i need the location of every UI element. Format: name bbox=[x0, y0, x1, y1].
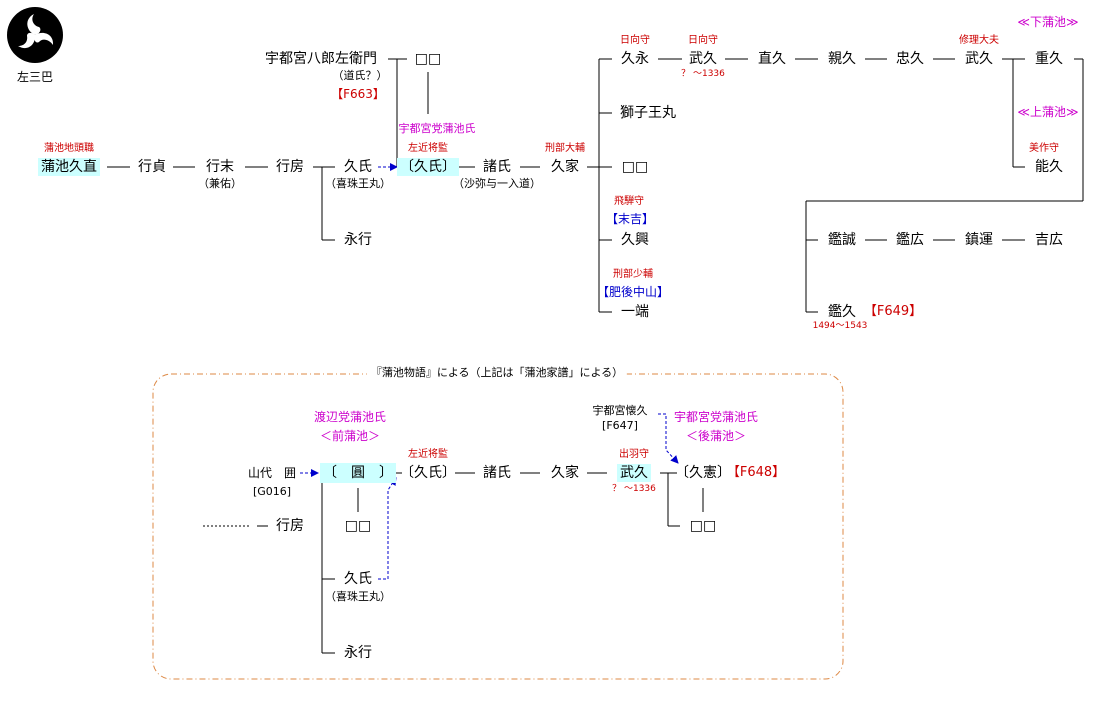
utsunomiya-hachiro: 宇都宮八郎左衛門 bbox=[265, 51, 377, 67]
ittan-branch: 【肥後中山】 bbox=[596, 285, 670, 299]
utsunomiya-note: （道氏？） bbox=[332, 69, 388, 82]
yoshihisa: 能久 bbox=[1035, 159, 1063, 175]
chinun: 鎮運 bbox=[965, 232, 993, 248]
moroji-note: （沙弥与一入道） bbox=[453, 177, 541, 190]
yukifusa: 行房 bbox=[276, 159, 304, 175]
utsunomiya-sub-b: ＜後蒲池＞ bbox=[685, 429, 747, 443]
yukisue-note: （兼佑） bbox=[198, 177, 242, 190]
hisaoki-branch: 【末吉】 bbox=[605, 212, 655, 226]
hisaie-title: 刑部大輔 bbox=[545, 143, 585, 154]
watanabe-branch: 渡辺党蒲池氏 bbox=[313, 410, 387, 424]
takehisa2-title: 修理大夫 bbox=[959, 35, 999, 46]
yukinaga-b: 永行 bbox=[344, 645, 372, 661]
shishiomaru: 獅子王丸 bbox=[620, 105, 676, 121]
hisaoki: 久興 bbox=[621, 232, 649, 248]
yukisue: 行末 bbox=[206, 159, 234, 175]
hisauji2: 〔久氏〕 bbox=[397, 158, 459, 176]
watanabe-sub: ＜前蒲池＞ bbox=[319, 429, 381, 443]
akihisa-ref: 【F649】 bbox=[863, 304, 923, 319]
takehisa2: 武久 bbox=[965, 51, 993, 67]
yoshihiro: 吉広 bbox=[1035, 232, 1063, 248]
moroji: 諸氏 bbox=[483, 159, 511, 175]
utsunomiya-branch-label: 宇都宮党蒲池氏 bbox=[398, 122, 476, 135]
takehisa1: 武久 bbox=[689, 51, 717, 67]
unknown-en-child: □□ bbox=[344, 518, 372, 534]
yamashiro-ref: [G016] bbox=[252, 485, 292, 498]
mitsudomoe-crest-icon bbox=[7, 7, 63, 63]
hisanori: 〔久憲〕 bbox=[675, 465, 731, 481]
en: 〔 圓 〕 bbox=[320, 463, 396, 483]
kamachi-hisanao: 蒲池久直 bbox=[38, 158, 100, 176]
kaihisa: 宇都宮懐久 bbox=[592, 404, 648, 417]
tadahisa: 忠久 bbox=[896, 51, 924, 67]
utsunomiya-child: □□ bbox=[414, 51, 442, 67]
takehisa-b: 武久 bbox=[617, 464, 651, 482]
ittan: 一端 bbox=[621, 304, 649, 320]
hisaoki-title: 飛騨守 bbox=[614, 196, 644, 207]
crest-label: 左三巴 bbox=[16, 70, 54, 84]
unknown-child: □□ bbox=[621, 159, 649, 175]
ittan-title: 刑部少輔 bbox=[613, 269, 653, 280]
akihisa-date: 1494〜1543 bbox=[812, 321, 868, 331]
hisauji-b-note: （喜珠王丸） bbox=[325, 590, 391, 603]
hisanaga-title: 日向守 bbox=[620, 35, 650, 46]
naohisa: 直久 bbox=[758, 51, 786, 67]
unknown-child-b: □□ bbox=[689, 518, 717, 534]
utsunomiya-branch-b: 宇都宮党蒲池氏 bbox=[673, 410, 759, 424]
kamachi-monogatari-caption: 『蒲池物語』による（上記は「蒲池家譜」による） bbox=[366, 367, 628, 378]
hisauji-note: （喜珠王丸） bbox=[325, 177, 391, 190]
akihisa: 鑑久 bbox=[828, 304, 856, 320]
kaihisa-ref: [F647] bbox=[602, 419, 638, 432]
kanko: 鑑広 bbox=[896, 232, 924, 248]
hisanaga: 久永 bbox=[621, 51, 649, 67]
shimo-kamachi-label: ≪下蒲池≫ bbox=[1017, 15, 1079, 29]
kami-kamachi-label: ≪上蒲池≫ bbox=[1017, 105, 1079, 119]
shigehisa: 重久 bbox=[1035, 51, 1063, 67]
kansei: 鑑誠 bbox=[828, 232, 856, 248]
kamachi-jito-title: 蒲池地頭職 bbox=[44, 143, 94, 154]
moroji-b: 諸氏 bbox=[483, 465, 511, 481]
hisanori-ref: 【F648】 bbox=[726, 465, 786, 480]
utsunomiya-ref: 【F663】 bbox=[331, 87, 385, 101]
chikahisa: 親久 bbox=[828, 51, 856, 67]
hisauji2-b: 〔久氏〕 bbox=[400, 465, 456, 481]
takehisa-b-date: ？ 〜1336 bbox=[612, 484, 656, 494]
yamashiro-kakoi: 山代 囲 bbox=[247, 466, 297, 480]
takehisa-b-title: 出羽守 bbox=[619, 449, 649, 460]
yoshihisa-title: 美作守 bbox=[1029, 143, 1059, 154]
hisauji2-b-title: 左近将監 bbox=[408, 449, 448, 460]
yukifusa-b: 行房 bbox=[276, 518, 304, 534]
takehisa1-title: 日向守 bbox=[688, 35, 718, 46]
hisauji: 久氏 bbox=[344, 159, 372, 175]
hisaie-b: 久家 bbox=[551, 465, 579, 481]
hisauji2-title: 左近将監 bbox=[408, 143, 448, 154]
yukisada: 行貞 bbox=[138, 159, 166, 175]
hisaie: 久家 bbox=[551, 159, 579, 175]
yukinaga: 永行 bbox=[344, 232, 372, 248]
takehisa1-date: ？ 〜1336 bbox=[681, 69, 725, 79]
hisauji-b: 久氏 bbox=[344, 571, 372, 587]
